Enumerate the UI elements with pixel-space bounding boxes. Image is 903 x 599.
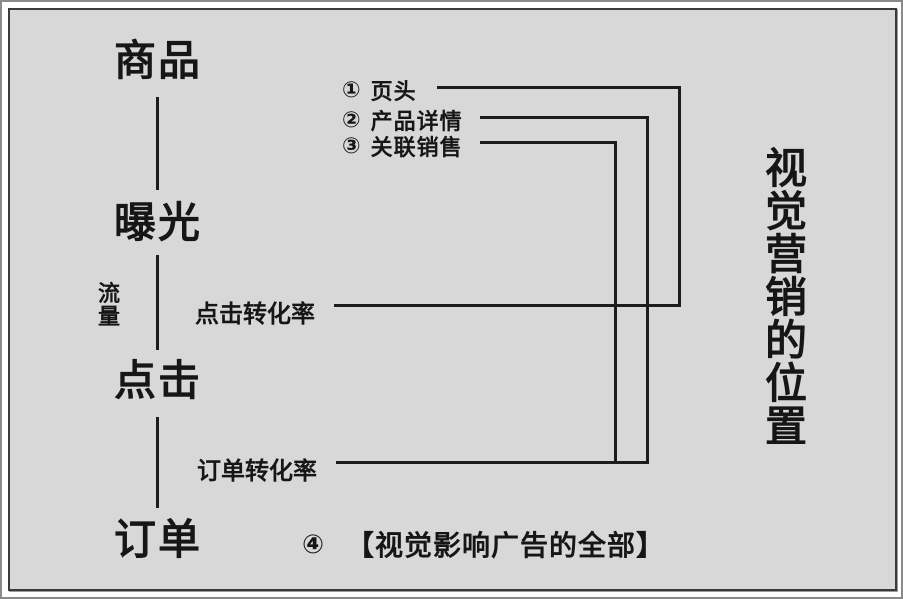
traffic-side-label: 流 量 <box>96 282 122 328</box>
right-title-char-6: 位 <box>764 360 807 407</box>
callout2-vline <box>646 116 649 464</box>
right-title-char-1: 视 <box>764 145 807 192</box>
right-title-char-2: 觉 <box>764 188 807 235</box>
callout-number-3: ③ <box>342 133 361 158</box>
callout1-hline <box>437 86 681 89</box>
click-conversion-rate-label: 点击转化率 <box>195 301 315 328</box>
callout-label-1: 页头 <box>370 79 417 104</box>
traffic-char-1: 流 <box>97 281 120 306</box>
right-title-char-5: 的 <box>764 317 807 364</box>
callout-number-2: ② <box>342 107 361 132</box>
callout-item-product-detail: ② 产品详情 <box>342 104 463 136</box>
footer-annotation: ④ 【视觉影响广告的全部】 <box>302 524 665 564</box>
right-vertical-title: 视 觉 营 销 的 位 置 <box>762 147 810 448</box>
right-title-char-4: 销 <box>764 274 807 321</box>
callout3-vline <box>614 141 617 464</box>
funnel-connector-1 <box>156 97 159 190</box>
callout-number-1: ① <box>342 77 361 102</box>
footer-number: ④ <box>302 528 325 559</box>
click-rate-line <box>334 304 681 307</box>
funnel-node-product: 商品 <box>113 37 202 84</box>
order-conversion-rate-label: 订单转化率 <box>197 458 317 485</box>
callout3-hline <box>480 141 617 144</box>
footer-label: 【视觉影响广告的全部】 <box>346 530 666 561</box>
callout-label-3: 关联销售 <box>370 135 463 160</box>
callout-label-2: 产品详情 <box>370 109 463 134</box>
funnel-connector-2 <box>156 255 159 350</box>
callout2-hline <box>480 116 649 119</box>
funnel-node-order: 订单 <box>113 516 202 563</box>
callout-item-related-sales: ③ 关联销售 <box>342 130 463 162</box>
funnel-connector-3 <box>156 417 159 508</box>
right-title-char-3: 营 <box>764 231 807 278</box>
callout-item-page-header: ① 页头 <box>342 74 417 106</box>
traffic-char-2: 量 <box>97 304 120 329</box>
right-title-char-7: 置 <box>764 403 807 450</box>
funnel-node-click: 点击 <box>113 357 202 404</box>
callout1-vline <box>678 86 681 307</box>
funnel-node-exposure: 曝光 <box>113 199 202 246</box>
order-rate-line <box>336 461 649 464</box>
